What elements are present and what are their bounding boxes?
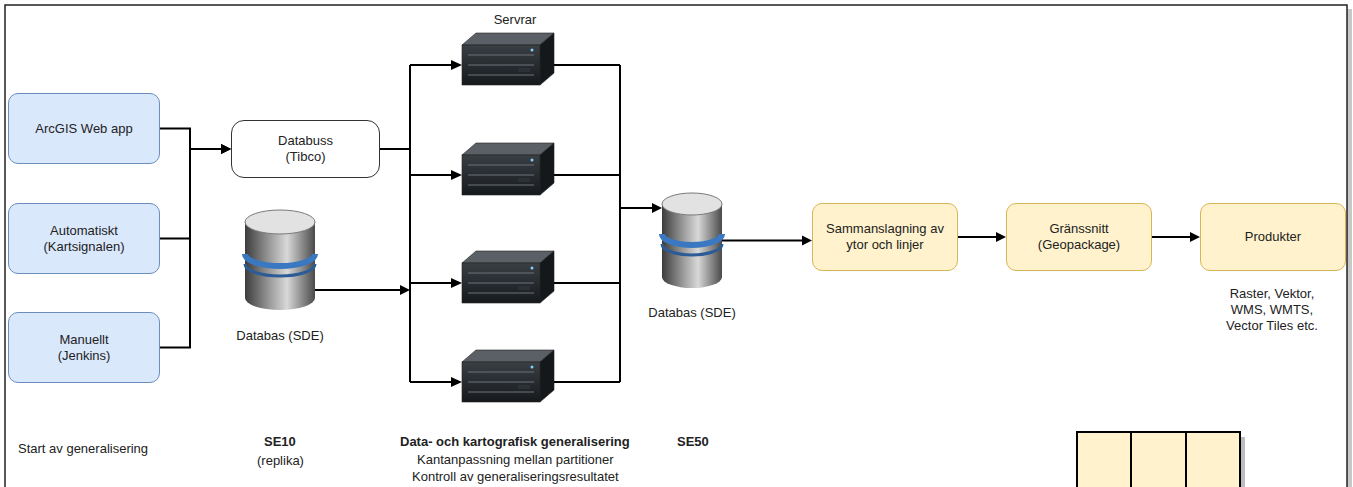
process-box: Produkter — [1200, 203, 1346, 271]
flow-arrow — [160, 144, 231, 348]
note-text: (replika) — [257, 452, 304, 469]
database-label: Databas (SDE) — [236, 328, 323, 344]
section-heading: SE10 — [264, 433, 296, 450]
box-text: Automatiskt (Kartsignalen) — [34, 223, 134, 255]
flow-arrow — [160, 129, 231, 155]
note-text: Start av generalisering — [18, 440, 148, 457]
database-label: Databas (SDE) — [648, 305, 735, 321]
flow-arrow — [380, 149, 410, 150]
database-node: Databas (SDE) — [662, 193, 722, 288]
flow-arrow — [620, 203, 662, 213]
note-text: Raster, Vektor, WMS, WMTS, Vector Tiles … — [1222, 286, 1322, 334]
database-node: Databas (SDE) — [245, 210, 315, 310]
start-box: ArcGIS Web app — [8, 93, 160, 164]
note-text: Kantanpassning mellan partitioner — [417, 451, 614, 468]
flow-arrow — [958, 232, 1006, 242]
flow-arrow — [1152, 232, 1200, 242]
box-text: Sammanslagning av ytor och linjer — [820, 221, 950, 253]
box-text: ArcGIS Web app — [35, 121, 132, 137]
process-box: Sammanslagning av ytor och linjer — [812, 203, 958, 271]
bus-box: Databuss (Tibco) — [231, 120, 380, 178]
flow-arrow — [315, 285, 410, 295]
server-group: Servrar — [410, 12, 620, 404]
box-text: Produkter — [1245, 229, 1301, 245]
box-text: Databuss (Tibco) — [261, 133, 351, 165]
group-heading: Servrar — [410, 12, 620, 28]
start-box: Automatiskt (Kartsignalen) — [8, 203, 160, 274]
note-text: Kontroll av generaliseringsresultatet — [412, 468, 619, 485]
section-heading: SE50 — [677, 433, 709, 450]
flow-arrow — [722, 236, 812, 246]
flow-arrow — [160, 144, 231, 239]
start-box: Manuellt (Jenkins) — [8, 312, 160, 383]
process-box: Gränssnitt (Geopackage) — [1006, 203, 1152, 271]
box-text: Manuellt (Jenkins) — [34, 332, 134, 364]
box-text: Gränssnitt (Geopackage) — [1024, 221, 1134, 253]
section-heading: Data- och kartografisk generalisering — [400, 433, 630, 450]
